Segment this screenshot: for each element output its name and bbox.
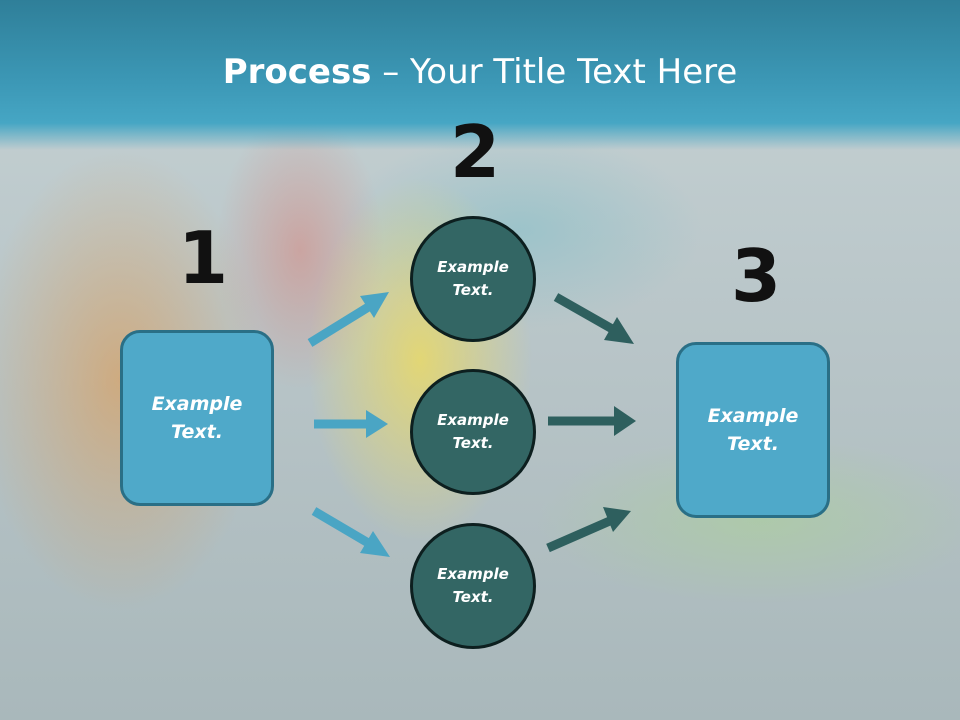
step-number-1: 1 xyxy=(178,216,229,300)
arrow-from-bottom-circle xyxy=(546,507,631,553)
circle-bottom-text: Example Text. xyxy=(437,564,509,606)
step-box-3-text: Example Text. xyxy=(707,404,799,456)
process-circle-top: Example Text. xyxy=(410,216,536,342)
process-circle-bottom: Example Text. xyxy=(410,523,536,649)
step-box-1: Example Text. xyxy=(120,330,274,506)
circle-middle-text: Example Text. xyxy=(437,410,509,452)
step-box-1-text: Example Text. xyxy=(151,392,243,444)
step-number-3: 3 xyxy=(731,234,782,318)
step-box-3: Example Text. xyxy=(676,342,830,518)
slide-title: Process – Your Title Text Here xyxy=(0,52,960,92)
arrow-from-top-circle xyxy=(553,293,634,344)
process-circle-middle: Example Text. xyxy=(410,369,536,495)
arrow-to-middle-circle xyxy=(314,410,388,438)
title-bold: Process xyxy=(222,52,372,92)
circle-top-text: Example Text. xyxy=(437,257,509,299)
step-number-2: 2 xyxy=(450,110,501,194)
arrow-to-top-circle xyxy=(307,292,389,347)
title-rest: – Your Title Text Here xyxy=(371,52,738,92)
arrow-from-middle-circle xyxy=(548,406,636,436)
title-band xyxy=(0,0,960,150)
arrow-to-bottom-circle xyxy=(311,507,390,557)
